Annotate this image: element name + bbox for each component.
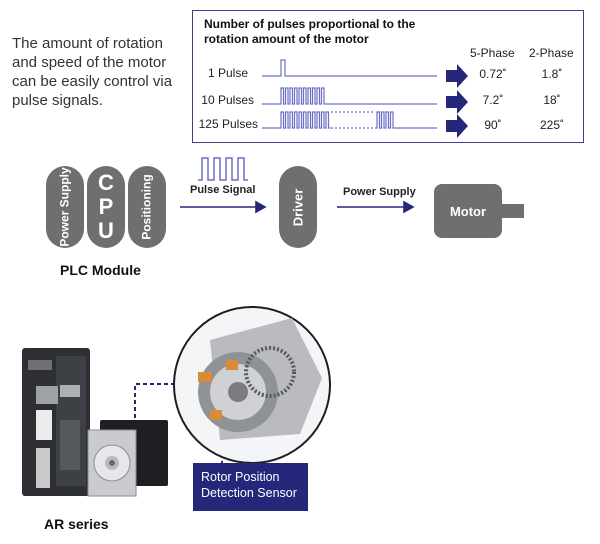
- arrow-right-icon: [446, 114, 468, 138]
- value-1-pulse-5-phase: 0.72˚: [479, 67, 507, 81]
- value-125-pulses-2-phase: 225˚: [539, 118, 565, 132]
- flow-arrow-power-supply: [337, 200, 415, 214]
- flow-arrow-pulse-signal: [180, 200, 267, 214]
- power-supply-flow-label: Power Supply: [343, 186, 416, 198]
- pill-driver: Driver: [279, 166, 317, 248]
- ar-series-driver-illustration: [22, 348, 90, 496]
- pulse-table-title: Number of pulses proportional to the rot…: [204, 17, 416, 46]
- intro-text: The amount of rotation and speed of the …: [12, 35, 173, 109]
- pill-driver-label: Driver: [290, 188, 306, 226]
- ar-series-motor-illustration: [87, 420, 168, 497]
- waveform-1-pulse: [262, 59, 437, 77]
- row-label-125-pulses: 125 Pulses: [198, 117, 258, 131]
- pill-cpu: C P U: [87, 166, 125, 248]
- rotor-sensor-zoom-illustration: [173, 306, 331, 464]
- arrow-right-icon: [446, 64, 468, 88]
- pulse-signal-label: Pulse Signal: [190, 184, 256, 196]
- waveform-10-pulses: [262, 87, 437, 105]
- value-125-pulses-5-phase: 90˚: [484, 118, 502, 132]
- ar-series-caption: AR series: [44, 516, 109, 532]
- table-arrows: [446, 64, 468, 138]
- pill-positioning: Positioning: [128, 166, 166, 248]
- cpu-letter-p: P: [98, 194, 114, 219]
- pill-power-supply-label: Power Supply: [58, 167, 73, 247]
- arrow-right-icon: [446, 90, 468, 114]
- rotor-sensor-label: Rotor Position Detection Sensor: [193, 463, 308, 511]
- value-10-pulses-5-phase: 7.2˚: [482, 93, 504, 107]
- plc-module-caption: PLC Module: [60, 262, 141, 278]
- cpu-letter-c: C: [98, 170, 114, 195]
- pill-positioning-label: Positioning: [140, 174, 155, 240]
- waveform-125-pulses: [262, 111, 437, 129]
- row-label-10-pulses: 10 Pulses: [201, 93, 254, 107]
- header-2-phase: 2-Phase: [529, 46, 574, 60]
- pulse-signal-icon: [198, 157, 248, 181]
- motor-box: Motor: [434, 184, 502, 238]
- value-1-pulse-2-phase: 1.8˚: [541, 67, 563, 81]
- cpu-letter-u: U: [98, 218, 114, 243]
- header-5-phase: 5-Phase: [470, 46, 515, 60]
- row-label-1-pulse: 1 Pulse: [207, 66, 248, 80]
- value-10-pulses-2-phase: 18˚: [543, 93, 561, 107]
- pill-power-supply: Power Supply: [46, 166, 84, 248]
- motor-shaft: [500, 204, 524, 218]
